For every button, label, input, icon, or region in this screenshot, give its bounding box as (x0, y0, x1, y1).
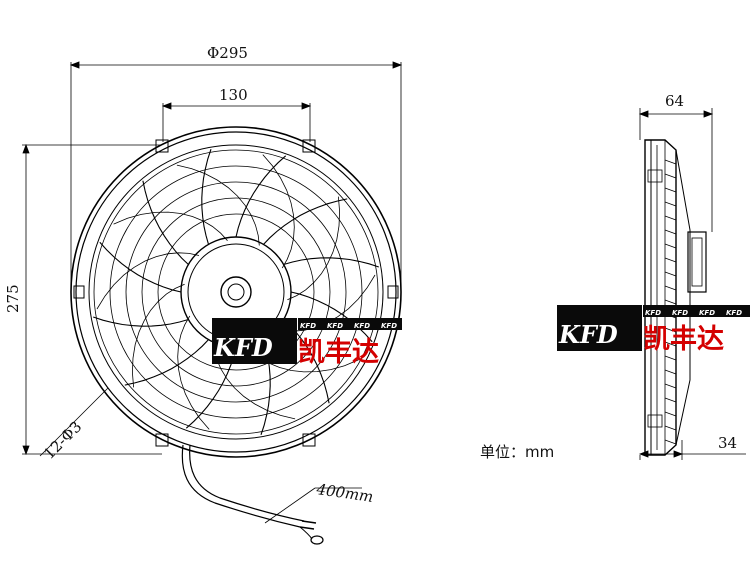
fan-blade (131, 283, 185, 388)
side-view-dimensions (638, 108, 746, 460)
watermark-small-1: KFD (300, 322, 316, 330)
dim-mount-spacing: 130 (219, 86, 248, 104)
watermark-chinese-side: 凯丰达 (643, 324, 724, 355)
watermark-small-side-2: KFD (672, 309, 688, 317)
side-rib (664, 201, 677, 207)
dim-height: 275 (4, 284, 22, 313)
side-rib (664, 299, 677, 305)
guard-spokes (93, 149, 379, 435)
guard-spoke (235, 155, 287, 238)
guard-spoke (93, 316, 189, 327)
fan-blade (96, 252, 200, 310)
watermark-latin-side: KFD (558, 320, 618, 349)
side-rib (664, 425, 677, 431)
fan-blade (113, 211, 228, 241)
fan-blade (287, 196, 341, 301)
side-rib (664, 243, 677, 249)
guard-spoke (99, 241, 182, 293)
side-rib (664, 285, 677, 291)
watermark-small-side-1: KFD (645, 309, 661, 317)
side-rib (664, 173, 677, 179)
watermark-small-side-3: KFD (699, 309, 715, 317)
fan-blade (262, 154, 295, 269)
dim-overall-diameter: Φ295 (207, 44, 248, 62)
side-rib (664, 369, 677, 375)
side-rib (664, 187, 677, 193)
side-rib (664, 271, 677, 277)
guard-spoke (283, 257, 379, 268)
watermark-small-4: KFD (381, 322, 397, 330)
watermark-logo-side: KFD KFD KFD KFD KFD 凯丰达 (557, 305, 750, 355)
side-rib (664, 229, 677, 235)
watermark-chinese: 凯丰达 (298, 337, 379, 368)
front-view-dimensions (22, 61, 403, 524)
guard-spoke (142, 180, 189, 265)
fan-blades (96, 154, 376, 430)
watermark-latin: KFD (213, 333, 273, 362)
watermark-small-side-4: KFD (726, 309, 742, 317)
dim-mount-holes: 12-Φ3 (40, 418, 85, 463)
guard-spoke (124, 339, 209, 386)
side-rib (664, 257, 677, 263)
fan-side-view (644, 139, 707, 456)
dim-depth-motor: 34 (718, 434, 737, 452)
side-rib (664, 327, 677, 333)
side-rib (664, 411, 677, 417)
fan-blade (176, 164, 260, 246)
side-rib (664, 355, 677, 361)
unit-note: 单位：mm (480, 443, 554, 461)
fan-blade (177, 315, 210, 430)
side-rib (664, 383, 677, 389)
side-rib (664, 341, 677, 347)
dim-depth-total: 64 (665, 92, 684, 110)
watermark-small-2: KFD (327, 322, 343, 330)
fan-front-view (70, 126, 402, 545)
side-rib (664, 439, 677, 445)
watermark-logo: KFD KFD KFD KFD KFD 凯丰达 (212, 318, 402, 368)
side-rib (664, 397, 677, 403)
side-rib (664, 215, 677, 221)
side-view-ribs (664, 159, 677, 445)
watermark-small-3: KFD (354, 322, 370, 330)
guard-spoke (290, 291, 373, 343)
side-rib (664, 159, 677, 165)
guard-spoke (201, 149, 212, 245)
guard-spoke (263, 198, 348, 245)
dim-cable-length: 400mm (314, 480, 374, 506)
